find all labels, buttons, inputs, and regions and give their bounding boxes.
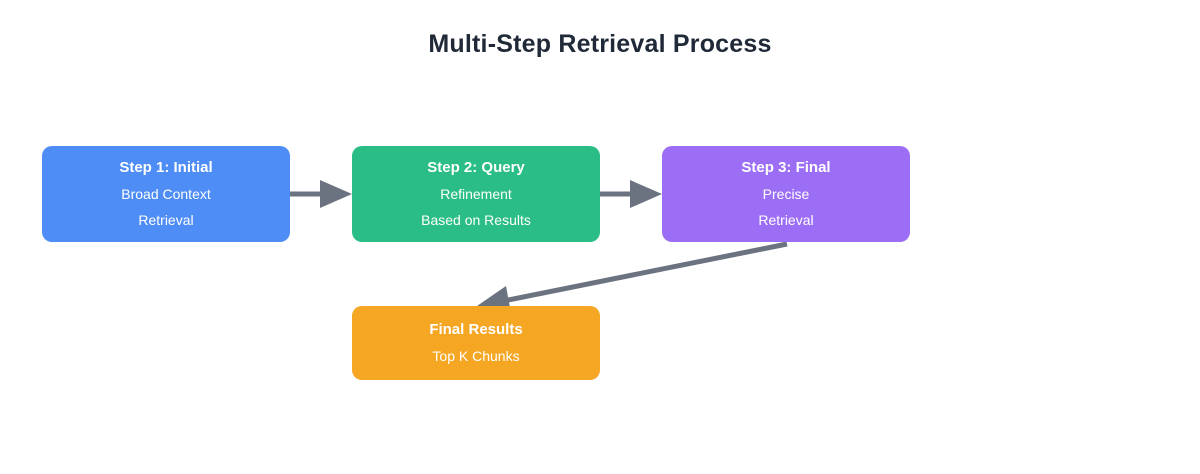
node-final-results: Final Results Top K Chunks	[352, 306, 600, 380]
node-step2: Step 2: Query Refinement Based on Result…	[352, 146, 600, 242]
arrow-step1-to-step2	[290, 180, 352, 208]
node-final-results-line: Top K Chunks	[432, 348, 520, 364]
arrowhead-icon	[320, 180, 352, 208]
node-step2-line: Refinement	[440, 186, 512, 202]
node-step2-line: Based on Results	[421, 212, 531, 228]
node-step1-line: Retrieval	[138, 212, 194, 228]
node-step3-heading: Step 3: Final	[741, 159, 831, 176]
arrowhead-icon	[630, 180, 662, 208]
node-step3-line: Retrieval	[758, 212, 814, 228]
node-step1: Step 1: Initial Broad Context Retrieval	[42, 146, 290, 242]
arrow-step3-to-final	[477, 241, 788, 313]
arrow-shaft	[507, 241, 788, 303]
node-step3-line: Precise	[762, 186, 810, 202]
node-step1-heading: Step 1: Initial	[119, 159, 213, 176]
arrow-step2-to-step3	[600, 180, 662, 208]
node-final-results-heading: Final Results	[429, 321, 523, 338]
node-step1-line: Broad Context	[121, 186, 211, 202]
diagram-title: Multi-Step Retrieval Process	[428, 30, 772, 58]
node-step3: Step 3: Final Precise Retrieval	[662, 146, 910, 242]
node-step2-heading: Step 2: Query	[427, 159, 525, 176]
